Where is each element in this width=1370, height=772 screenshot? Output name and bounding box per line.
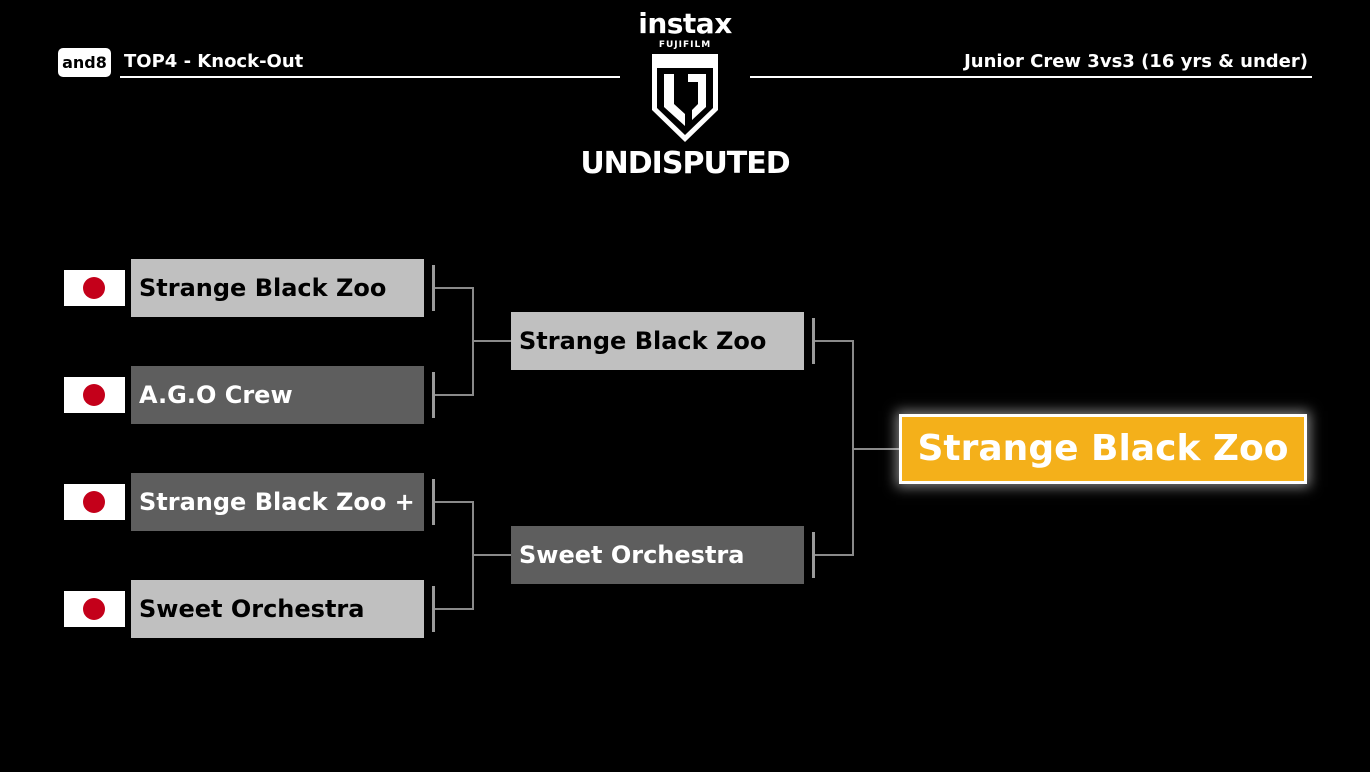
- bracket-connector: [815, 554, 853, 556]
- header-rule-right: [750, 76, 1312, 78]
- bracket-stage-title: TOP4 - Knock-Out: [124, 51, 304, 72]
- round1-team-1: Strange Black Zoo: [131, 259, 424, 317]
- japan-flag-icon: [64, 377, 125, 413]
- bracket-connector: [472, 554, 511, 556]
- japan-flag-icon: [64, 591, 125, 627]
- bracket-connector: [852, 448, 899, 450]
- instax-logo-text: instax: [638, 7, 732, 40]
- bracket-tick: [812, 532, 815, 578]
- champion-box: Strange Black Zoo: [899, 414, 1307, 484]
- round1-team-4: Sweet Orchestra: [131, 580, 424, 638]
- bracket-tick: [432, 372, 435, 418]
- header-rule-left: [120, 76, 620, 78]
- undisputed-shield-icon: [652, 54, 718, 142]
- bracket-connector: [435, 394, 473, 396]
- japan-flag-icon: [64, 484, 125, 520]
- bracket-tick: [432, 479, 435, 525]
- bracket-connector: [435, 608, 473, 610]
- bracket-tick: [432, 586, 435, 632]
- category-title: Junior Crew 3vs3 (16 yrs & under): [964, 51, 1308, 72]
- and8-badge: and8: [58, 48, 111, 77]
- round2-team-2: Sweet Orchestra: [511, 526, 804, 584]
- fujifilm-logo-text: FUJIFILM: [658, 40, 712, 50]
- round1-team-3: Strange Black Zoo +: [131, 473, 424, 531]
- round2-team-1: Strange Black Zoo: [511, 312, 804, 370]
- undisputed-logo-text: UNDISPUTED: [580, 146, 790, 181]
- round1-team-2: A.G.O Crew: [131, 366, 424, 424]
- bracket-connector: [435, 501, 473, 503]
- bracket-tick: [812, 318, 815, 364]
- japan-flag-icon: [64, 270, 125, 306]
- bracket-connector: [472, 340, 511, 342]
- bracket-tick: [432, 265, 435, 311]
- bracket-connector: [815, 340, 853, 342]
- bracket-connector: [435, 287, 473, 289]
